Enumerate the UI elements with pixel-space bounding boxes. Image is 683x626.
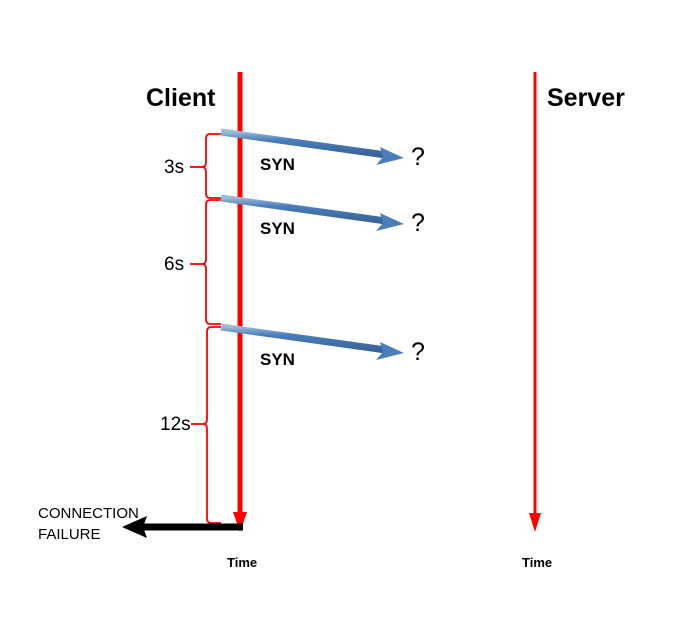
syn-label-1: SYN: [260, 155, 295, 174]
syn-label-2: SYN: [260, 219, 295, 238]
brace-12s: [191, 326, 221, 524]
server-time-axis-label: Time: [522, 555, 553, 570]
client-timeline-arrow: [233, 72, 247, 532]
client-title: Client: [146, 84, 216, 112]
interval-label-6s: 6s: [164, 254, 185, 275]
syn-arrow-3: [220, 323, 404, 360]
brace-6s: [190, 199, 221, 325]
syn-arrow-1: [220, 128, 404, 165]
response-unknown-2: ?: [411, 209, 425, 237]
server-timeline-arrow: [529, 72, 541, 532]
syn-label-3: SYN: [260, 350, 295, 369]
server-title: Server: [547, 84, 625, 112]
response-unknown-1: ?: [411, 143, 425, 171]
client-time-axis-label: Time: [227, 555, 258, 570]
connection-failure-line1: CONNECTION: [38, 505, 139, 522]
interval-label-3s: 3s: [164, 157, 185, 178]
brace-3s: [190, 133, 221, 199]
syn-arrow-2: [220, 194, 404, 231]
interval-label-12s: 12s: [160, 414, 191, 435]
response-unknown-3: ?: [411, 338, 425, 366]
connection-failure-arrow: [122, 516, 243, 538]
connection-failure-line2: FAILURE: [38, 526, 101, 543]
